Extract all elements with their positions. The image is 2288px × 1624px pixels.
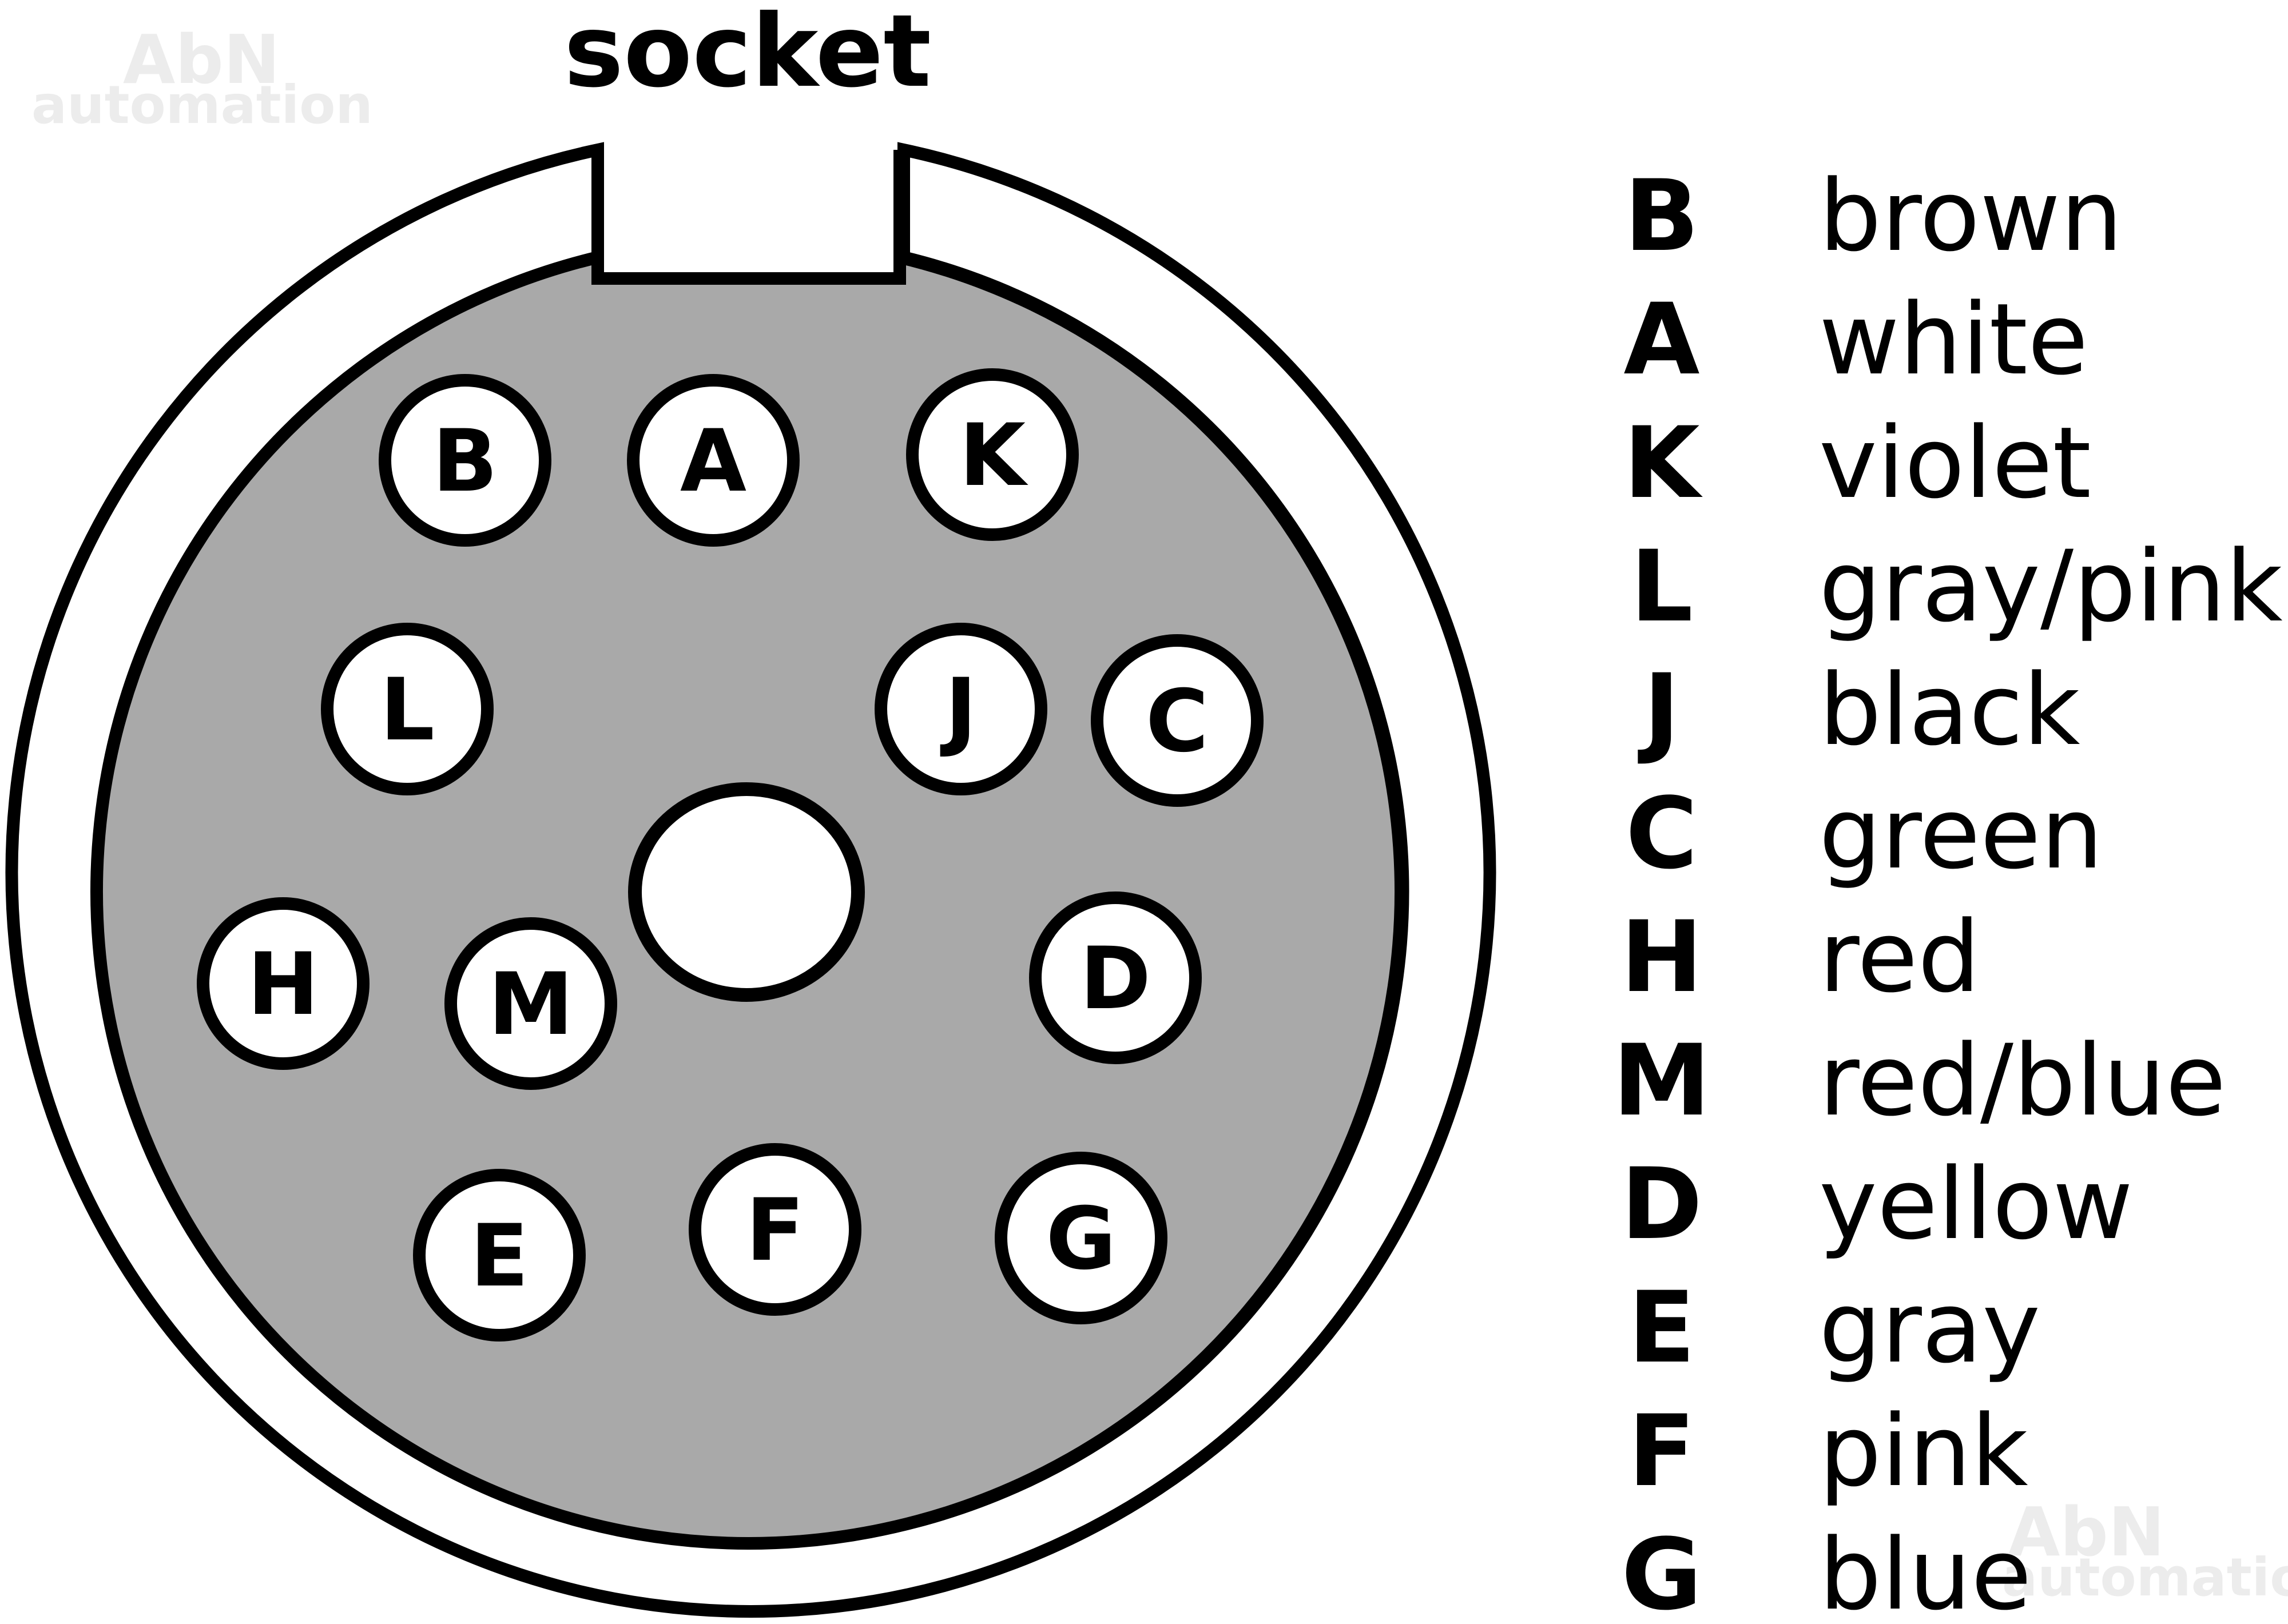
legend-color: white — [1819, 282, 2088, 397]
legend-color: violet — [1819, 405, 2091, 520]
pin-C: C — [1091, 634, 1264, 807]
legend-pin: G — [1621, 1517, 1702, 1624]
legend-row: H red — [1620, 899, 1980, 1014]
pin-circle — [875, 623, 1047, 795]
pin-D: D — [1029, 891, 1202, 1064]
pin-B: B — [379, 374, 551, 547]
center-hole — [628, 782, 865, 1002]
legend-row: K violet — [1623, 405, 2091, 520]
legend-pin: L — [1630, 529, 1693, 644]
keyway-notch — [591, 150, 906, 285]
pin-H: H — [197, 897, 370, 1070]
legend-row: A white — [1623, 282, 2088, 397]
legend-row: L gray/pink — [1630, 529, 2283, 644]
pin-circle — [995, 1152, 1167, 1324]
legend-color: green — [1819, 776, 2103, 891]
legend-row: J black — [1638, 652, 2080, 767]
pin-circle — [1091, 634, 1264, 807]
legend-pin: M — [1612, 1023, 1710, 1138]
legend-color: black — [1819, 652, 2080, 767]
pin-J: J — [875, 623, 1047, 795]
legend-pin: H — [1620, 899, 1703, 1014]
legend-pin: J — [1638, 652, 1680, 767]
legend-row: B brown — [1624, 158, 2123, 273]
pin-circle — [197, 897, 370, 1070]
watermark-line2: automation — [2002, 1547, 2288, 1608]
pin-label: G — [1046, 1189, 1116, 1289]
legend-pin: E — [1628, 1270, 1695, 1385]
pin-L: L — [321, 623, 494, 795]
watermark-bottom-right: AbN automation — [2002, 1492, 2288, 1608]
pin-label: M — [488, 955, 573, 1054]
legend-row: G blue — [1621, 1517, 2031, 1624]
pin-A: A — [627, 374, 800, 547]
pin-F: F — [689, 1143, 861, 1316]
legend-color: red/blue — [1819, 1023, 2226, 1138]
pin-circle — [321, 623, 494, 795]
pin-circle — [906, 368, 1079, 541]
pin-label: J — [940, 660, 977, 760]
legend-color: brown — [1819, 158, 2123, 273]
legend-pin: F — [1628, 1394, 1695, 1508]
pin-K: K — [906, 368, 1079, 541]
pin-label: E — [470, 1207, 529, 1306]
watermark-top-left: AbN automation — [31, 20, 373, 136]
pin-label: K — [959, 406, 1028, 505]
pin-label: L — [380, 660, 435, 760]
legend-pin: B — [1624, 158, 1699, 273]
legend-pin: D — [1621, 1147, 1703, 1261]
legend-color: red — [1819, 899, 1980, 1014]
watermark-line2: automation — [31, 74, 373, 136]
pin-M: M — [444, 917, 617, 1090]
legend-row: E gray — [1628, 1270, 2040, 1385]
pin-E: E — [413, 1169, 586, 1342]
pin-label: B — [432, 412, 498, 511]
legend-pin: A — [1623, 282, 1699, 397]
legend-row: C green — [1626, 776, 2103, 891]
connector-body — [5, 142, 1496, 1618]
pin-circle — [444, 917, 617, 1090]
pin-label: D — [1080, 929, 1151, 1029]
legend-color: yellow — [1819, 1147, 2133, 1261]
pin-circle — [1029, 891, 1202, 1064]
legend-row: D yellow — [1621, 1147, 2133, 1261]
watermark-line1: AbN — [123, 20, 280, 99]
pin-circle — [627, 374, 800, 547]
legend-color: gray/pink — [1819, 529, 2283, 644]
pin-label: A — [680, 412, 746, 511]
pin-circle — [413, 1169, 586, 1342]
pin-label: H — [247, 935, 319, 1034]
pin-circle — [379, 374, 551, 547]
pin-label: F — [746, 1181, 804, 1280]
pin-color-legend: B brown A white K violet L gray/pink J b… — [1612, 158, 2283, 1624]
legend-pin: C — [1626, 776, 1698, 891]
pin-label: C — [1146, 672, 1209, 771]
legend-color: pink — [1819, 1394, 2028, 1508]
legend-color: blue — [1819, 1517, 2032, 1624]
watermark-line1: AbN — [2008, 1492, 2165, 1571]
legend-row: F pink — [1628, 1394, 2028, 1508]
legend-row: M red/blue — [1612, 1023, 2226, 1138]
pin-circle — [689, 1143, 861, 1316]
socket-title: socket — [564, 0, 931, 110]
pin-G: G — [995, 1152, 1167, 1324]
legend-color: gray — [1819, 1270, 2040, 1385]
legend-pin: K — [1623, 405, 1703, 520]
